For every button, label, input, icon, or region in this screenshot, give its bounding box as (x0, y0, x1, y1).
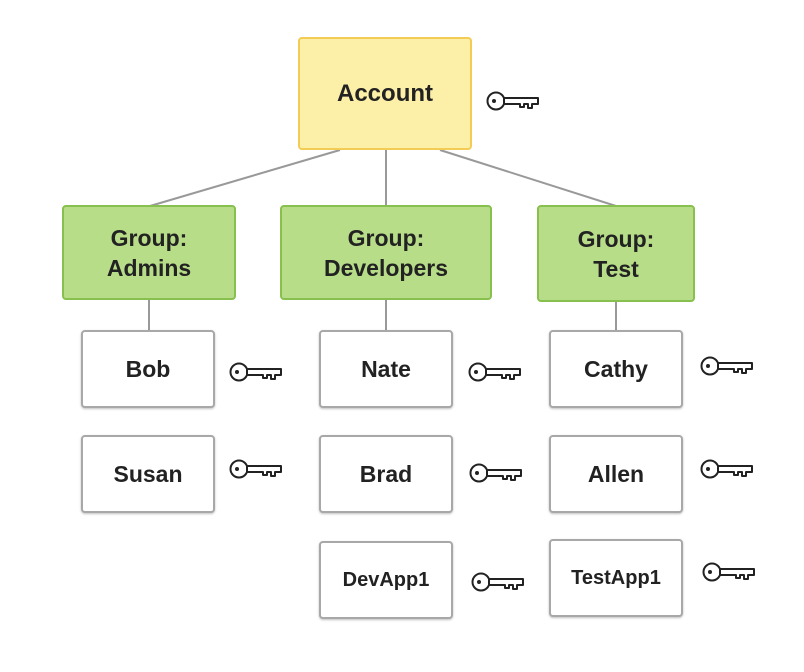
user-nate-node: Nate (319, 330, 453, 408)
key-icon (700, 459, 753, 479)
account-node: Account (298, 37, 472, 150)
key-icon (469, 463, 522, 483)
user-bob-label: Bob (125, 356, 171, 382)
key-icon (700, 356, 753, 376)
key-icon (229, 459, 282, 479)
key-icon (468, 362, 521, 382)
key-icon (486, 91, 539, 111)
app-testapp1-node: TestApp1 (549, 539, 683, 617)
user-cathy-node: Cathy (549, 330, 683, 408)
group-developers-node: Group: Developers (280, 205, 492, 300)
group-developers-name: Developers (323, 254, 448, 281)
user-bob-node: Bob (81, 330, 215, 408)
connector-account-test (439, 149, 617, 207)
group-developers-prefix: Group: (347, 224, 425, 251)
key-icon (229, 362, 282, 382)
key-icon (471, 572, 524, 592)
group-test-node: Group: Test (537, 205, 695, 302)
key-icon (702, 562, 755, 582)
user-susan-label: Susan (113, 461, 183, 487)
user-nate-label: Nate (361, 356, 411, 382)
app-testapp1-label: TestApp1 (571, 567, 661, 589)
account-label: Account (337, 79, 433, 107)
user-brad-node: Brad (319, 435, 453, 513)
group-admins-name: Admins (106, 254, 192, 281)
user-allen-node: Allen (549, 435, 683, 513)
connector-account-admins (149, 149, 341, 207)
user-cathy-label: Cathy (584, 356, 648, 382)
group-admins-node: Group: Admins (62, 205, 236, 300)
app-devapp1-node: DevApp1 (319, 541, 453, 619)
user-brad-label: Brad (359, 461, 413, 487)
group-admins-prefix: Group: (110, 224, 188, 251)
user-susan-node: Susan (81, 435, 215, 513)
group-test-name: Test (593, 255, 639, 282)
user-allen-label: Allen (587, 461, 645, 487)
group-test-prefix: Group: (577, 225, 655, 252)
app-devapp1-label: DevApp1 (342, 569, 430, 591)
